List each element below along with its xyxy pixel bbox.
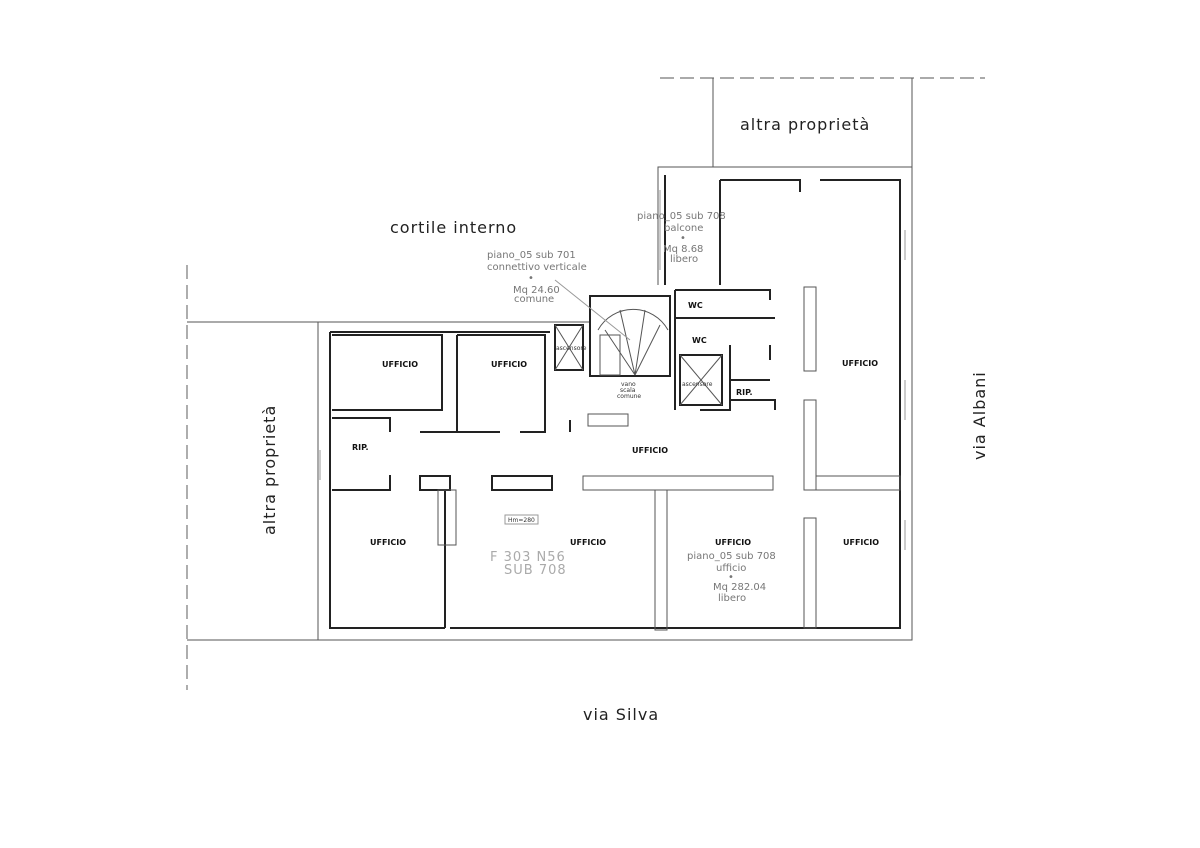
svg-text:piano_05 sub 708: piano_05 sub 708 (637, 211, 726, 222)
svg-text:balcone: balcone (664, 223, 703, 234)
window-marks (319, 190, 906, 550)
svg-text:Mq 8.68: Mq 8.68 (663, 244, 703, 255)
room-ufficio: UFFICIO (632, 446, 668, 455)
svg-text:ufficio: ufficio (716, 563, 746, 574)
svg-text:piano_05 sub 701: piano_05 sub 701 (487, 250, 576, 261)
svg-text:comune: comune (514, 294, 554, 305)
svg-text:F 303 N56: F 303 N56 (490, 550, 566, 565)
room-ascensore: ascensore (682, 381, 713, 388)
svg-text:Mq 282.04: Mq 282.04 (713, 582, 766, 593)
room-ufficio: UFFICIO (715, 538, 751, 547)
label-cortile-interno: cortile interno (390, 218, 517, 237)
room-vano-scala: scala (620, 387, 636, 394)
room-ufficio: UFFICIO (843, 538, 879, 547)
property-lines (186, 77, 985, 690)
room-wc: WC (688, 301, 703, 310)
room-rip: RIP. (736, 388, 753, 397)
building-outline (317, 166, 913, 641)
room-ufficio: UFFICIO (570, 538, 606, 547)
label-via-albani: via Albani (970, 371, 989, 460)
svg-text:•: • (528, 273, 534, 284)
room-ufficio: UFFICIO (491, 360, 527, 369)
room-rip: RIP. (352, 443, 369, 452)
height-tag: Hm=280 (504, 514, 539, 525)
interior-walls (332, 286, 901, 631)
cadastral-reference: F 303 N56 SUB 708 (490, 550, 567, 578)
room-vano-scala: vano (621, 381, 636, 388)
room-vano-scala: comune (617, 393, 641, 400)
svg-text:connettivo verticale: connettivo verticale (487, 262, 587, 273)
room-ascensore: ascensore (556, 345, 587, 352)
label-altra-proprieta-top: altra proprietà (740, 115, 870, 134)
svg-text:piano_05 sub 708: piano_05 sub 708 (687, 551, 776, 562)
svg-text:Hm=280: Hm=280 (508, 517, 535, 524)
note-balcone: piano_05 sub 708 balcone • Mq 8.68 liber… (637, 211, 726, 265)
label-altra-proprieta-left: altra proprietà (260, 405, 279, 535)
svg-text:•: • (680, 233, 686, 244)
note-ufficio708: piano_05 sub 708 ufficio • Mq 282.04 lib… (687, 551, 776, 604)
svg-text:libero: libero (718, 593, 746, 604)
note-sub701: piano_05 sub 701 connettivo verticale • … (487, 250, 631, 341)
room-wc: WC (692, 336, 707, 345)
svg-text:libero: libero (670, 254, 698, 265)
room-ufficio: UFFICIO (842, 359, 878, 368)
label-via-silva: via Silva (583, 705, 659, 724)
svg-text:Mq 24.60: Mq 24.60 (513, 285, 560, 296)
room-ufficio: UFFICIO (382, 360, 418, 369)
svg-text:SUB 708: SUB 708 (504, 563, 567, 578)
svg-text:•: • (728, 572, 734, 583)
room-labels: UFFICIO UFFICIO UFFICIO UFFICIO UFFICIO … (352, 301, 879, 547)
room-ufficio: UFFICIO (370, 538, 406, 547)
